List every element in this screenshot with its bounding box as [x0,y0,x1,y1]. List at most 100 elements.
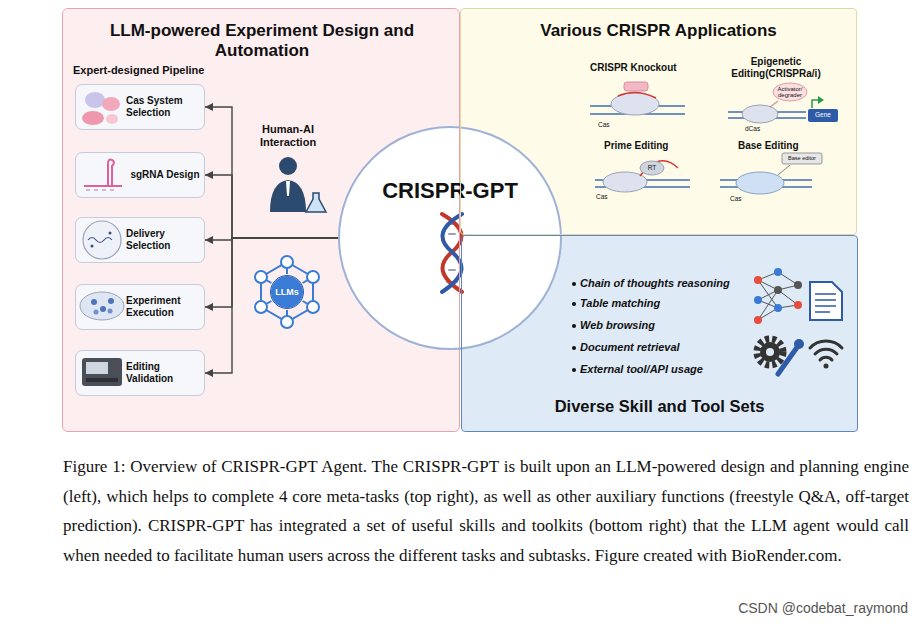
null-part-part [281,316,293,328]
base-illustration-part [736,172,784,194]
epigenetic-illustration-part [808,109,838,122]
dna-helix-icon [442,214,462,292]
agent-circle-fill [339,127,561,349]
node-text: Expert-designed Pipeline [73,64,273,77]
process-box-fill [76,285,204,329]
delivery-dish-icon-part [88,238,112,243]
base-illustration-part [782,153,822,164]
node-text: Diverse Skill and Tool Sets [462,397,857,417]
null-part-part [774,268,782,276]
cells-icon-part [94,310,99,315]
agent-circle: CRISPR-GPT [338,126,562,350]
sgrna-icon-part [86,189,114,191]
connector-arrow [205,175,338,238]
delivery-dish-icon-part [83,221,121,259]
epigenetic-illustration-part [812,100,818,108]
part-label: Activator/ degrader [776,86,804,99]
node-heading: Experiment Execution [126,285,204,329]
gear-wrench-icon-part [757,339,783,365]
application-name: Prime Editing [604,140,694,152]
interaction-label: Human-AI Interaction [250,123,326,148]
process-box-fill [76,153,204,197]
cas-protein-icon-part [102,97,120,111]
node-text: External tool/API usage [580,363,780,376]
node-heading: LLM-powered Experiment Design and Automa… [92,21,432,61]
wifi-icon-part [815,349,837,354]
knockout-illustration-part [624,82,648,91]
document-icon-part [815,294,836,312]
process-box: Delivery Selection [75,217,205,263]
application-name: Epigenetic Editing(CRISPRa/i) [721,56,831,79]
llm-network-icon-part [261,262,313,322]
bullet-dots-part [572,282,576,286]
node-heading: sgRNA Design [126,153,204,197]
cas-protein-icon-part [106,114,118,124]
bullet-dots-part [572,302,576,306]
knockout-illustration [590,82,685,115]
node-heading: CRISPR-GPT [340,178,560,204]
neural-net-icon [754,268,802,324]
process-box: Experiment Execution [75,284,205,330]
null-part-part [255,271,267,283]
wifi-icon-part [824,364,829,369]
node-heading: Editing Validation [126,351,204,395]
wifi-icon-part [810,341,842,348]
skills-panel: Chain of thoughts reasoningTable matchin… [461,235,858,432]
node-heading: LLMs [271,276,303,308]
cells-icon-part [80,292,124,320]
human-icon [270,157,326,212]
node-heading: Delivery Selection [126,218,204,262]
document-icon-part [810,282,842,320]
cas-protein-icon-part [82,111,104,125]
prime-illustration-part [640,161,664,175]
sequencer-icon-part [86,378,118,382]
null-part-part [281,256,293,268]
wifi-icon [810,341,842,368]
node-heading: Cas System Selection [126,85,204,129]
delivery-dish-icon-part [109,232,112,235]
null-part-part [794,301,802,309]
delivery-dish-icon [83,221,121,259]
sgrna-icon [84,160,122,191]
llm-network-icon-part [261,262,313,322]
sgrna-icon-part [84,185,122,187]
node-text: Table matching [580,297,780,310]
wifi-icon-part [820,357,832,360]
epigenetic-illustration-part [742,105,778,123]
prime-illustration [595,161,690,192]
gear-wrench-icon-part [794,339,804,349]
cas-protein-icon [82,92,120,125]
llm-network-icon [255,256,319,328]
llm-circle-fill [271,276,303,308]
llm-circle: LLMs [270,275,304,309]
connector-arrow [205,238,338,307]
base-illustration-part [778,165,790,175]
document-icon [810,282,842,320]
gear-wrench-icon-part [778,346,798,374]
process-box-fill [76,85,204,129]
part-label: Gene [808,111,838,118]
dna-helix-icon-part [442,214,462,292]
base-illustration [720,153,822,194]
applications-panel: Various CRISPR Applications [460,8,857,235]
neural-net-icon-part [758,272,798,320]
cells-icon-part [91,299,97,305]
sequencer-icon-part [86,362,108,374]
human-icon-part [306,193,326,212]
null-part-part [774,304,782,312]
human-icon-part [279,157,297,175]
bullet-dots-part [572,368,576,372]
null-part-part [307,271,319,283]
cells-icon-part [100,306,106,312]
part-label: RT [643,164,661,171]
human-icon-part [286,181,290,196]
epigenetic-illustration-part [818,96,824,104]
gear-wrench-icon [757,339,804,374]
null-part-part [774,286,782,294]
pipeline-panel: LLM-powered Experiment Design and Automa… [62,8,460,432]
cells-icon [80,292,124,320]
part-label: Cas [596,193,612,200]
process-box: Cas System Selection [75,84,205,130]
process-box: Editing Validation [75,350,205,396]
